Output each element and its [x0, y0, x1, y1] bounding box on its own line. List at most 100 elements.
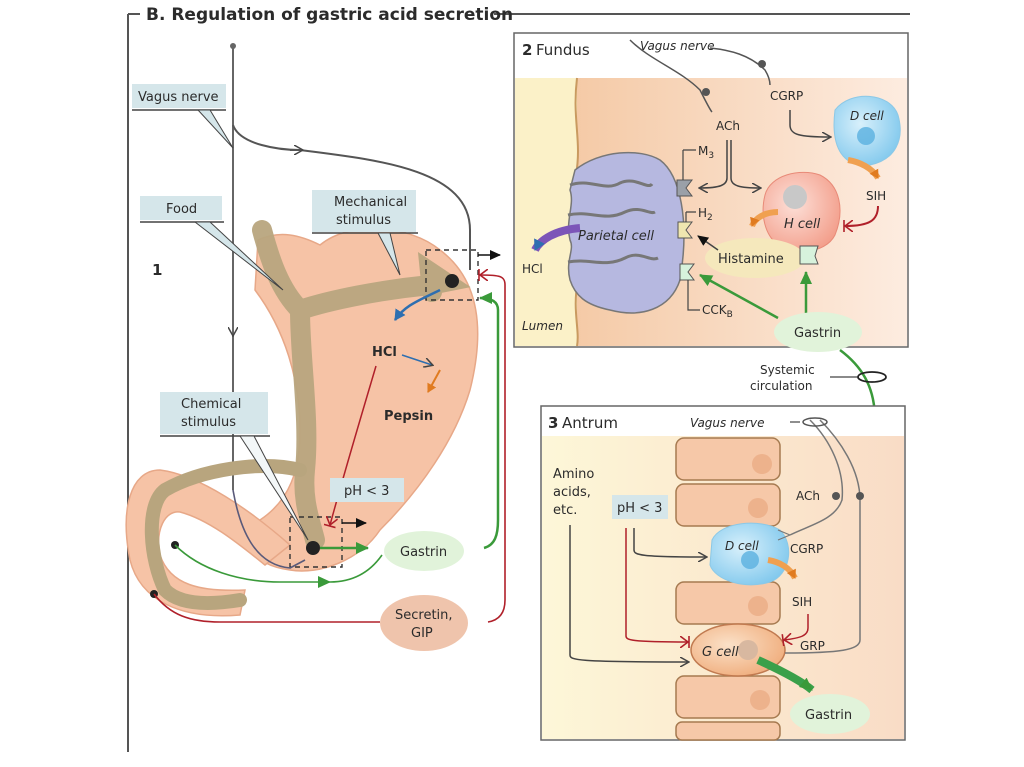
- sih-inhibit-h-cell: [845, 205, 879, 226]
- vagus-origin-dot: [230, 43, 236, 49]
- antrum-vagus-label: Vagus nerve: [690, 416, 765, 430]
- fundus-d-cell-label: D cell: [850, 109, 884, 123]
- panel-2-fundus: [513, 32, 909, 352]
- svg-text:Gastrin: Gastrin: [400, 545, 447, 560]
- svg-text:Vagus nerve: Vagus nerve: [138, 90, 219, 105]
- panel-2-title: Fundus: [536, 41, 590, 59]
- pepsin-arrow: [427, 369, 441, 393]
- parietal-cell: [567, 151, 685, 314]
- cgrp-to-d-cell: [789, 110, 830, 137]
- svg-text:GIP: GIP: [411, 626, 433, 641]
- h-cell-label: H cell: [784, 217, 821, 232]
- gastrin-to-fundus: [479, 292, 500, 550]
- svg-text:pH < 3: pH < 3: [344, 484, 389, 499]
- panel-3-title: Antrum: [562, 414, 618, 432]
- canaliculus-2: [567, 207, 656, 218]
- amino-label-2: acids,: [553, 485, 591, 500]
- m3-label: M3: [698, 144, 714, 161]
- sih-inhibit-g-cell: [784, 614, 809, 640]
- ach-to-m3: [700, 140, 728, 188]
- label-hcl: HCl: [372, 345, 397, 360]
- ph-to-d-cell: [633, 528, 706, 557]
- cckb-receptor: [679, 263, 695, 281]
- hcl-arrow: [393, 288, 441, 321]
- histamine-label: Histamine: [718, 252, 784, 267]
- h-cell-gastrin-receptor: [799, 245, 819, 265]
- label-food: Food: [140, 196, 284, 291]
- vagus-fiber-grp: [784, 419, 861, 654]
- vagus-to-antrum: [232, 489, 306, 569]
- g-cell-label: G cell: [702, 645, 739, 660]
- ph-box-antrum: [612, 495, 668, 519]
- histamine-to-h2: [697, 235, 719, 251]
- secretin-bubble: Secretin, GIP: [380, 595, 468, 651]
- vagus-fiber-1: [629, 39, 713, 113]
- fundus-cgrp-label: CGRP: [770, 89, 803, 103]
- svg-text:Chemical: Chemical: [181, 397, 241, 412]
- label-pepsin: Pepsin: [384, 409, 433, 424]
- systemic-label-2: circulation: [750, 379, 812, 393]
- fundus-hcl-label: HCl: [522, 262, 543, 276]
- ach-to-h-cell: [730, 140, 760, 188]
- food-path-duodenum: [144, 459, 307, 610]
- label-ph-panel1: pH < 3: [330, 478, 404, 502]
- svg-text:Mechanical: Mechanical: [334, 195, 407, 210]
- antrum-receptor-dot: [306, 541, 320, 555]
- figure-title: B. Regulation of gastric acid secretion: [146, 5, 513, 25]
- panel-3-number: 3: [548, 414, 558, 432]
- gastrin-bubble-fundus: [774, 312, 862, 352]
- label-vagus-nerve: Vagus nerve: [132, 84, 234, 149]
- svg-text:Food: Food: [166, 202, 197, 217]
- panel-1-number: 1: [152, 261, 162, 279]
- figure-frame: [127, 13, 910, 752]
- antrum-cgrp-label: CGRP: [790, 542, 823, 556]
- antrum-ach-label: ACh: [796, 489, 820, 503]
- fundus-ach-label: ACh: [716, 119, 740, 133]
- secretin-path: [153, 593, 380, 623]
- systemic-label-1: Systemic: [760, 363, 815, 377]
- canaliculus-1: [569, 179, 654, 188]
- antrum-detail-box: [289, 516, 343, 568]
- panel-3-antrum: [540, 405, 906, 741]
- lumen-area: [515, 78, 577, 346]
- gastrin-bubble-panel1: Gastrin: [384, 531, 464, 571]
- vagus-branch-fundus: [232, 124, 471, 270]
- vagus-fiber-2: [709, 47, 771, 86]
- label-chemical-stimulus: Chemical stimulus: [160, 392, 309, 541]
- m3-receptor: [676, 179, 693, 197]
- antrum-ph-label: pH < 3: [617, 501, 662, 516]
- canaliculus-3: [567, 253, 659, 265]
- gastrin-bubble-antrum: [790, 694, 870, 734]
- gastrin-to-cckb: [699, 273, 779, 320]
- amino-label-1: Amino: [553, 467, 594, 482]
- hcl-secretion-arrow: [531, 224, 581, 253]
- antrum-d-cell-label: D cell: [725, 539, 759, 553]
- label-mechanical-stimulus: Mechanical stimulus: [312, 190, 418, 276]
- antrum-sih-label: SIH: [792, 595, 812, 609]
- svg-text:stimulus: stimulus: [336, 213, 391, 228]
- fundus-gastrin-label: Gastrin: [794, 326, 841, 341]
- fundus-vagus-label: Vagus nerve: [640, 39, 715, 53]
- h2-label: H2: [698, 206, 713, 223]
- panel-1-stomach: [125, 43, 506, 623]
- vagus-fiber-ach: [789, 419, 844, 536]
- hcl-to-pepsin-arrow: [401, 354, 432, 365]
- antrum-grp-label: GRP: [800, 639, 825, 653]
- secretin-inhibit-fundus: [480, 275, 506, 623]
- ph-inhibit-g-cell: [625, 528, 688, 642]
- fundus-detail-box: [425, 249, 479, 301]
- gastrin-secretion-arrow: [756, 656, 815, 694]
- svg-text:Secretin,: Secretin,: [395, 608, 453, 623]
- fundus-sih-label: SIH: [866, 189, 886, 203]
- svg-text:stimulus: stimulus: [181, 415, 236, 430]
- h2-receptor: [677, 221, 693, 239]
- histamine-bubble: [705, 238, 805, 278]
- cckb-label: CCKB: [702, 303, 733, 320]
- epithelial-cell: [675, 721, 781, 741]
- antrum-gastrin-label: Gastrin: [805, 708, 852, 723]
- hcl-inhibit-antrum: [330, 365, 377, 525]
- fundus-receptor-dot: [445, 274, 459, 288]
- parietal-cell-label: Parietal cell: [578, 229, 654, 244]
- amino-acids-to-g-cell: [569, 525, 688, 662]
